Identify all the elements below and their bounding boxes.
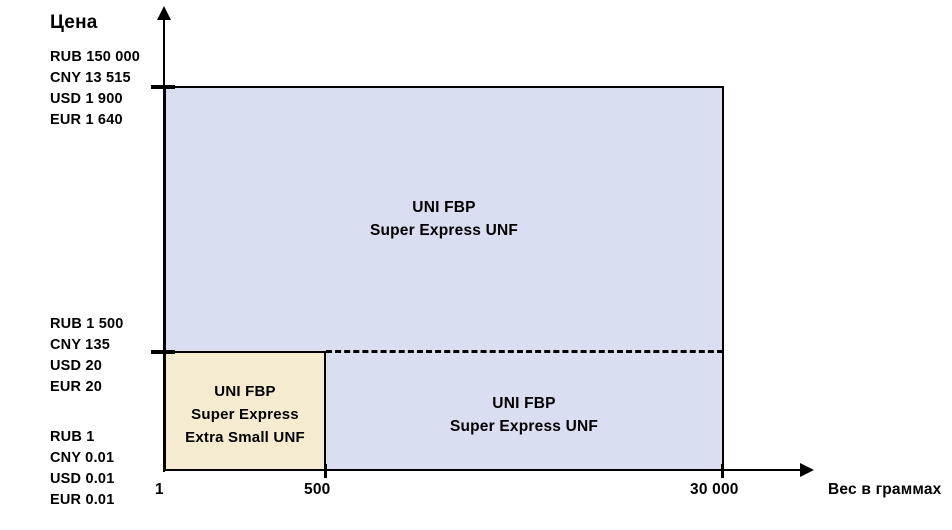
- price-label-eur-mid: EUR 20: [50, 379, 102, 395]
- y-axis-tick-high: [151, 85, 175, 89]
- price-label-cny-high: CNY 13 515: [50, 70, 131, 86]
- x-axis-label-1: 1: [155, 481, 164, 498]
- price-label-usd-high: USD 1 900: [50, 91, 123, 107]
- price-label-usd-mid: USD 20: [50, 358, 102, 374]
- y-axis-title: Цена: [50, 12, 98, 33]
- price-label-usd-low: USD 0.01: [50, 471, 115, 487]
- x-axis-tick-30000: [721, 464, 724, 478]
- y-axis-arrow-icon: [157, 6, 171, 20]
- price-label-eur-low: EUR 0.01: [50, 492, 115, 508]
- price-label-cny-low: CNY 0.01: [50, 450, 115, 466]
- x-axis-label-500: 500: [304, 481, 331, 498]
- region-label-lower-right-line1: UNI FBP: [492, 395, 556, 412]
- x-axis-tick-500: [324, 464, 327, 478]
- y-axis-tick-mid: [151, 350, 175, 354]
- region-label-large-line2: Super Express UNF: [369, 222, 519, 239]
- y-tick-label-group-mid: RUB 1 500 CNY 135 USD 20 EUR 20: [50, 314, 124, 398]
- x-axis-label-30000: 30 000: [690, 481, 739, 498]
- y-tick-label-group-high: RUB 150 000 CNY 13 515 USD 1 900 EUR 1 6…: [50, 47, 140, 131]
- x-axis-line: [163, 469, 803, 471]
- region-label-small-line3: Extra Small UNF: [185, 429, 305, 446]
- price-label-rub-high: RUB 150 000: [50, 49, 141, 65]
- region-label-lower-right-line2: Super Express UNF: [449, 418, 599, 435]
- x-axis-arrow-icon: [800, 463, 814, 477]
- region-label-lower-right: UNI FBP Super Express UNF: [399, 392, 649, 438]
- price-label-eur-high: EUR 1 640: [50, 112, 123, 128]
- x-axis-title: Вес в граммах: [828, 481, 942, 498]
- price-label-rub-low: RUB 1: [50, 429, 95, 445]
- price-label-cny-mid: CNY 135: [50, 337, 110, 353]
- chart-region-small: [164, 351, 326, 471]
- region-label-small-line2: Super Express: [191, 406, 299, 423]
- y-axis-line: [163, 18, 165, 472]
- price-label-rub-mid: RUB 1 500: [50, 316, 124, 332]
- region-label-small-line1: UNI FBP: [214, 383, 276, 400]
- dashed-divider-line: [326, 350, 723, 353]
- region-label-large: UNI FBP Super Express UNF: [324, 196, 564, 242]
- region-label-large-line1: UNI FBP: [412, 199, 476, 216]
- y-tick-label-group-low: RUB 1 CNY 0.01 USD 0.01 EUR 0.01: [50, 427, 114, 511]
- region-label-small: UNI FBP Super Express Extra Small UNF: [161, 380, 329, 449]
